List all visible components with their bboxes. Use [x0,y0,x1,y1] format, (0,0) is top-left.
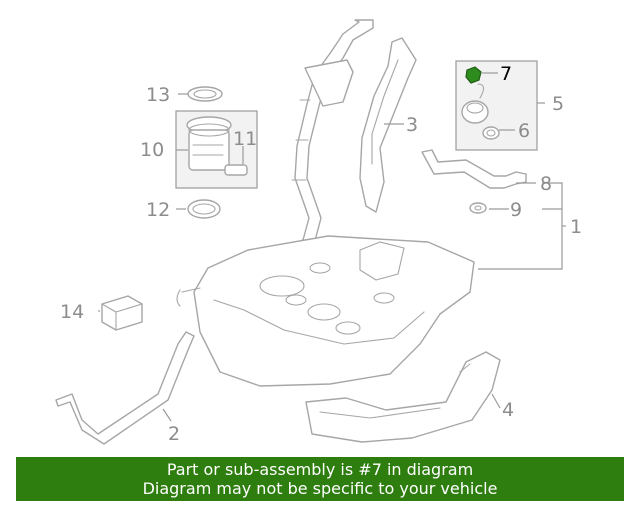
o-ring-part[interactable] [482,126,500,140]
callout-14: 14 [60,301,84,323]
callout-9: 9 [510,199,522,221]
banner-line-2: Diagram may not be specific to your vehi… [142,479,498,498]
callout-6: 6 [518,120,530,142]
callout-7: 7 [500,63,512,85]
callout-8: 8 [540,173,552,195]
callout-3: 3 [406,114,418,136]
underbody-shield-4[interactable] [305,351,501,443]
gasket-part[interactable] [461,83,489,124]
callout-5: 5 [552,93,564,115]
parts-diagram: 13 10 11 12 14 2 3 7 5 6 8 9 1 4 [55,19,582,445]
vent-line-8[interactable] [421,149,527,189]
heat-shield-3[interactable] [359,37,417,213]
callout-4: 4 [502,399,514,421]
fuel-tank-1[interactable] [176,235,475,387]
callout-1: 1 [570,216,582,238]
lock-ring-13[interactable] [187,86,223,102]
tank-strap-2[interactable] [55,331,195,445]
callout-13: 13 [146,84,170,106]
callout-2: 2 [168,423,180,445]
filler-pipe[interactable] [256,19,374,267]
callout-11: 11 [233,128,257,150]
callout-12: 12 [146,199,170,221]
washer-9[interactable] [469,202,487,214]
disclaimer-banner: Part or sub-assembly is #7 in diagram Di… [16,457,624,501]
callout-10: 10 [140,139,164,161]
module-14[interactable] [101,295,143,331]
leader-lines [98,72,566,422]
part-7-highlighted[interactable] [465,66,482,84]
seal-12[interactable] [187,199,221,219]
banner-line-1: Part or sub-assembly is #7 in diagram [166,460,474,479]
